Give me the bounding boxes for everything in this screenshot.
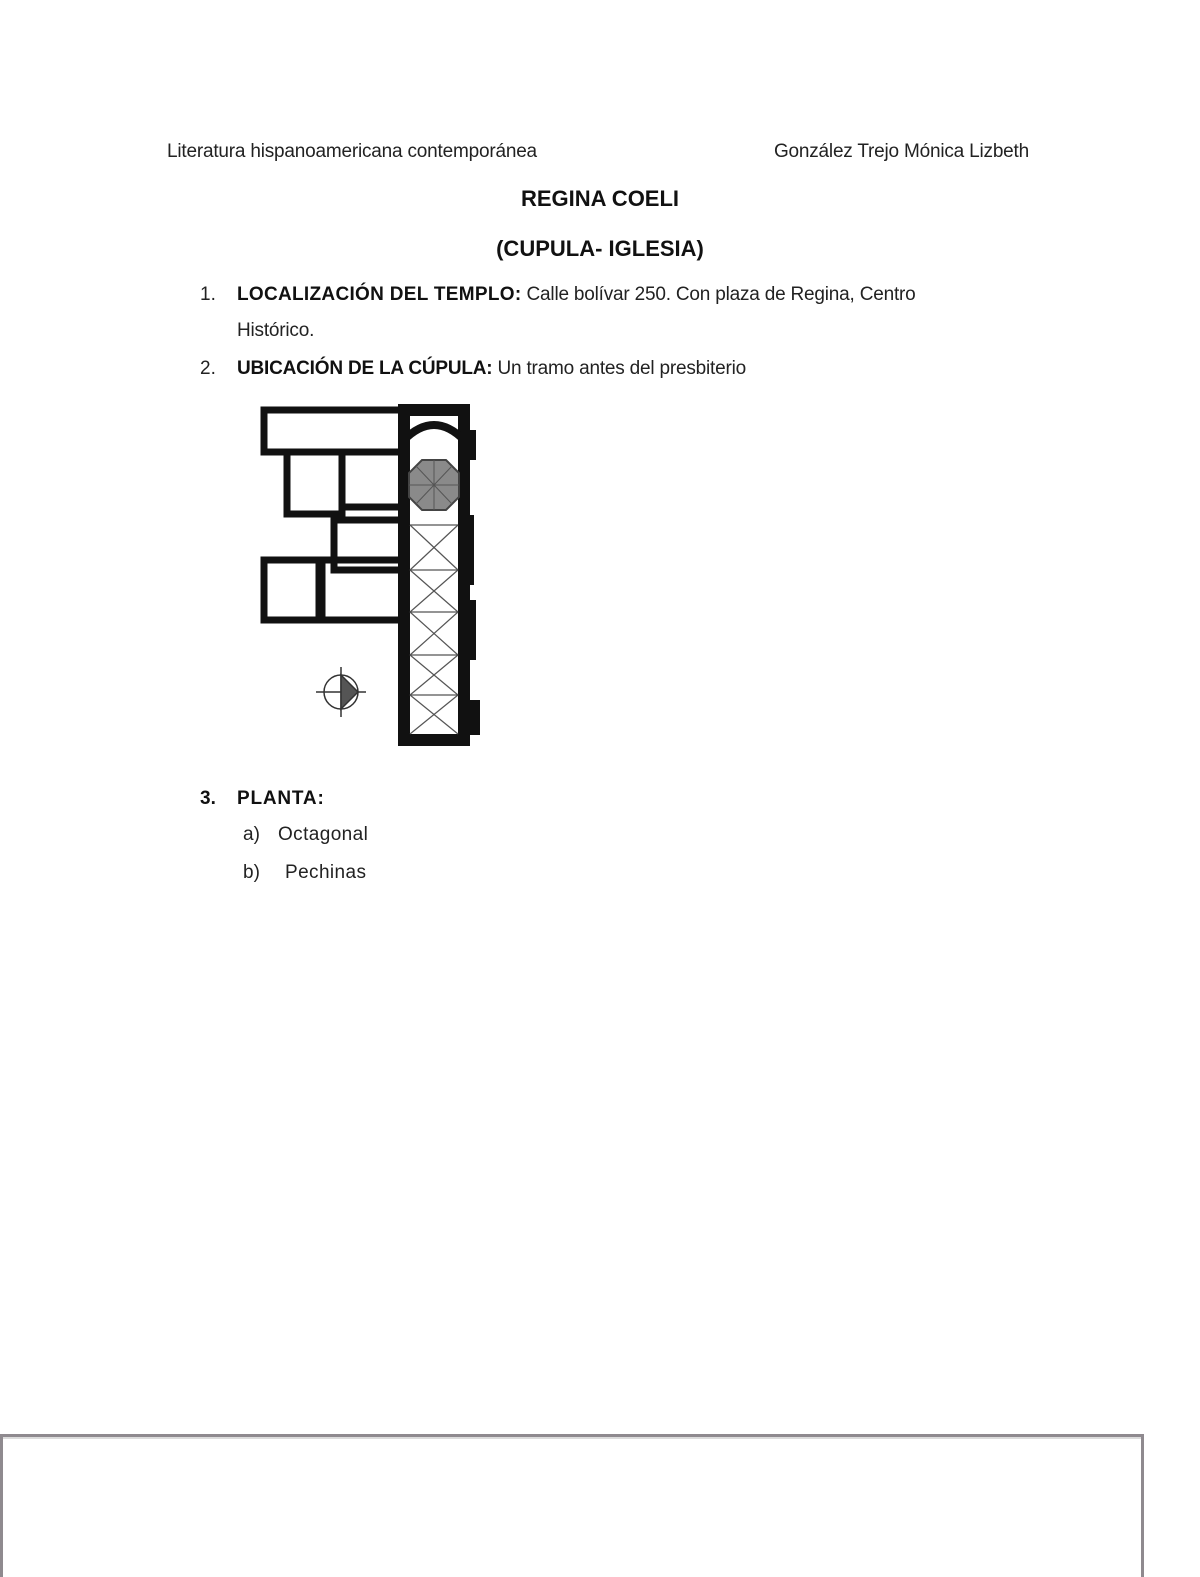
floor-plan-image (260, 404, 480, 746)
item-2-number: 2. (200, 358, 216, 379)
course-name: Literatura hispanoamericana contemporáne… (167, 141, 537, 162)
item-1-label: LOCALIZACIÓN DEL TEMPLO: (237, 284, 522, 305)
page-header: Literatura hispanoamericana contemporáne… (167, 141, 1029, 163)
item-1-line2: Histórico. (237, 320, 315, 341)
subitem-a-marker: a) (243, 824, 260, 845)
subitem-a-text: Octagonal (278, 824, 369, 845)
item-2-text: Un tramo antes del presbiterio (492, 358, 747, 379)
document-subtitle: (CUPULA- IGLESIA) (496, 236, 704, 261)
item-3-label: PLANTA: (237, 788, 325, 809)
item-1-line1: LOCALIZACIÓN DEL TEMPLO: Calle bolívar 2… (237, 284, 1037, 306)
subitem-b-text: Pechinas (285, 862, 367, 883)
item-2-line: UBICACIÓN DE LA CÚPULA: Un tramo antes d… (237, 358, 746, 380)
item-3-line: PLANTA: (237, 788, 325, 810)
subitem-b-marker: b) (243, 862, 260, 883)
author-name: González Trejo Mónica Lizbeth (773, 141, 1029, 162)
item-1-text: Calle bolívar 250. Con plaza de Regina, … (521, 284, 916, 305)
item-3-number: 3. (200, 788, 216, 809)
document-title: REGINA COELI (520, 186, 680, 211)
next-page-frame (0, 1434, 1144, 1577)
item-1-number: 1. (200, 284, 216, 305)
item-2-label: UBICACIÓN DE LA CÚPULA: (237, 358, 493, 379)
